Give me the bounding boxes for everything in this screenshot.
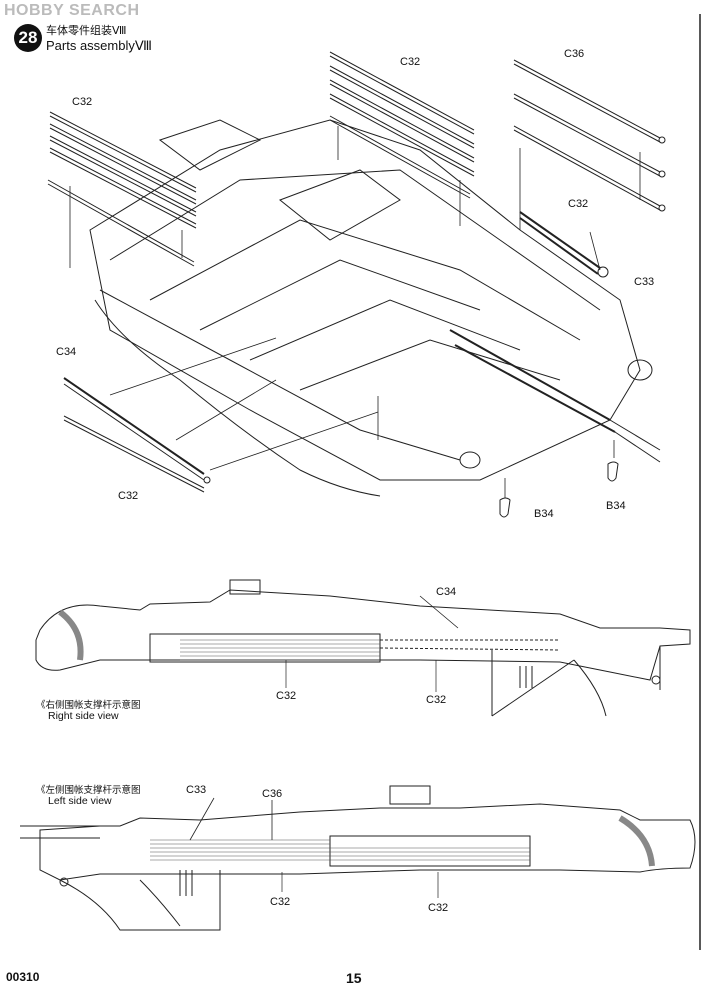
label-c36: C36 xyxy=(564,48,585,60)
right-view-caption-chinese: 《右侧围帐支撑杆示意图 xyxy=(36,700,141,711)
label-b34: B34 xyxy=(606,500,626,512)
label-c32: C32 xyxy=(276,690,297,702)
clip-b34-a xyxy=(499,497,511,518)
label-c32: C32 xyxy=(400,56,421,68)
guide-lines xyxy=(69,126,641,498)
label-c32: C32 xyxy=(428,902,449,914)
left-view-caption-english: Left side view xyxy=(48,795,112,807)
page-number: 15 xyxy=(346,970,362,986)
label-c32: C32 xyxy=(426,694,447,706)
product-code: 00310 xyxy=(6,970,40,984)
right-side-view-drawing xyxy=(35,579,691,717)
label-c32: C32 xyxy=(270,896,291,908)
label-b34: B34 xyxy=(534,508,554,520)
step-number-badge: 28 xyxy=(14,24,42,52)
label-c33: C33 xyxy=(634,276,655,288)
watermark: HOBBY SEARCH xyxy=(4,2,140,19)
rod-group-top-mid xyxy=(329,51,475,199)
label-c32: C32 xyxy=(568,198,589,210)
label-c33: C33 xyxy=(186,784,207,796)
rod-group-top-right xyxy=(513,59,666,212)
label-c32: C32 xyxy=(72,96,93,108)
label-c32: C32 xyxy=(118,490,139,502)
right-view-caption-english: Right side view xyxy=(48,710,119,722)
step-title-english: Parts assemblyⅧ xyxy=(46,38,152,53)
label-c36: C36 xyxy=(262,788,283,800)
clip-b34-b xyxy=(607,461,619,482)
part-c33 xyxy=(519,211,609,278)
rod-group-left xyxy=(63,377,211,493)
label-c34: C34 xyxy=(56,346,77,358)
left-view-caption-chinese: 《左侧围帐支撑杆示意图 xyxy=(36,785,141,796)
step-title-chinese: 车体零件组装Ⅷ xyxy=(46,24,127,37)
left-side-view-drawing xyxy=(20,785,696,931)
tank-hull-iso xyxy=(89,119,661,497)
label-c34: C34 xyxy=(436,586,457,598)
